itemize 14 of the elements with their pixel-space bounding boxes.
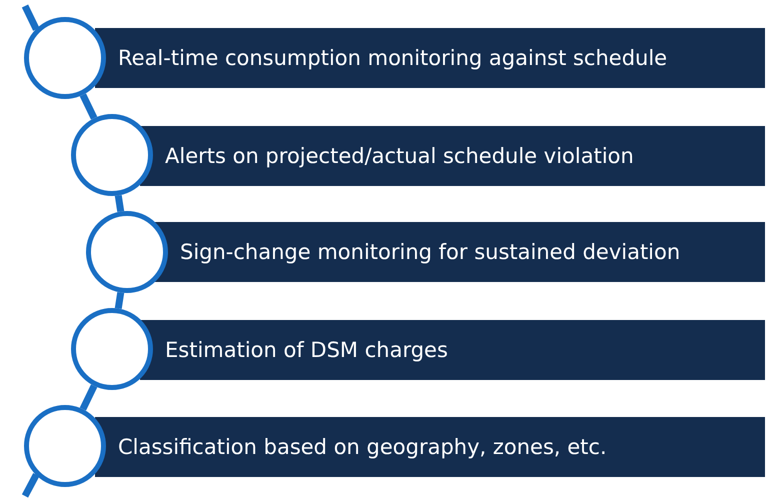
connector-line — [114, 292, 124, 310]
connector-line — [80, 93, 98, 120]
step-bar — [140, 320, 765, 380]
step-text: Estimation of DSM charges — [165, 338, 448, 362]
connector-line — [80, 384, 98, 411]
step-bar — [95, 417, 765, 477]
step-text: Classification based on geography, zones, etc. — [118, 435, 607, 459]
step-text: Sign-change monitoring for sustained deviation — [180, 240, 680, 264]
step-bar — [95, 28, 765, 88]
connector-line — [114, 194, 124, 212]
step-bar — [140, 126, 765, 186]
step-text: Alerts on projected/actual schedule violation — [165, 144, 634, 168]
step-text: Real-time consumption monitoring against schedule — [118, 46, 668, 70]
step-bar — [155, 222, 765, 282]
